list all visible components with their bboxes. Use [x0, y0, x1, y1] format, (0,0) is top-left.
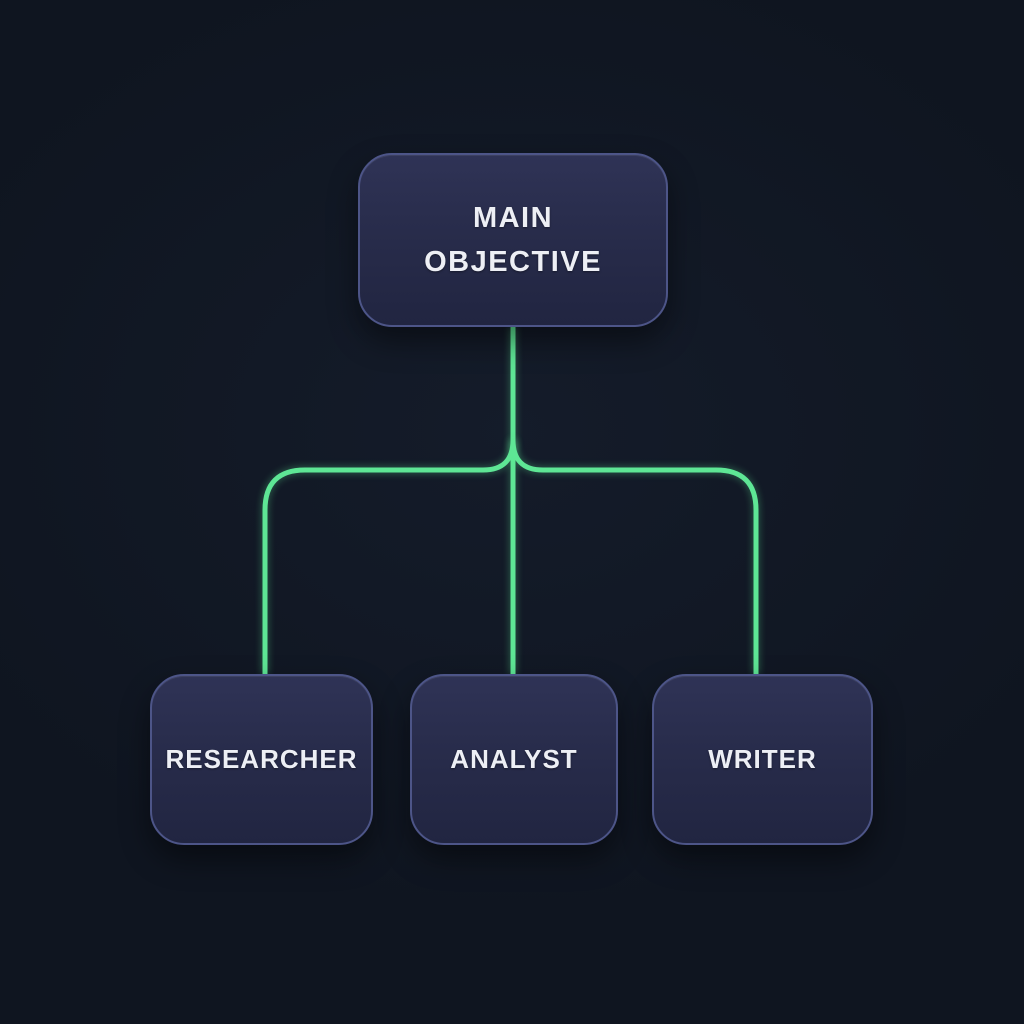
node-researcher-label: RESEARCHER	[165, 744, 358, 774]
node-analyst-label: ANALYST	[450, 744, 578, 774]
node-writer: WRITER	[652, 674, 873, 845]
node-main-objective-label: MAIN OBJECTIVE	[424, 202, 602, 278]
connector-root-to-researcher	[262, 439, 516, 674]
connector-root-to-writer	[510, 439, 759, 674]
node-main-objective: MAIN OBJECTIVE	[358, 153, 668, 327]
node-analyst: ANALYST	[410, 674, 618, 845]
node-researcher: RESEARCHER	[150, 674, 373, 845]
node-writer-label: WRITER	[708, 744, 817, 774]
